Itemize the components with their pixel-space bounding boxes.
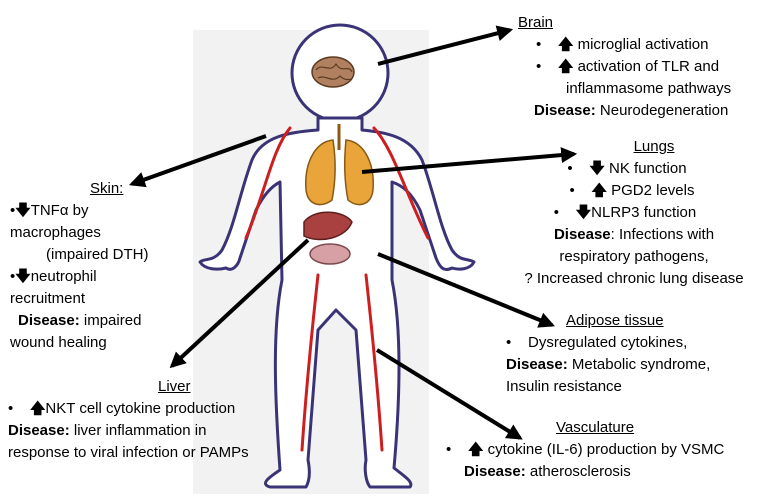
lungs-item-3: • 🡇NLRP3 function [482, 202, 768, 224]
arrow-to-adipose [377, 252, 555, 328]
liver-disease-text: liver inflammation in [73, 422, 207, 439]
arrow-to-brain [377, 25, 514, 66]
brain-item-2-text: activation of TLR and [577, 58, 720, 75]
disease-label: Disease: [18, 312, 80, 329]
up-arrow-icon: 🡅 [468, 441, 484, 458]
vasculature-disease-text: atherosclerosis [529, 463, 631, 480]
lungs-item-1-text: NK function [609, 160, 687, 177]
bullet: • [536, 36, 542, 53]
disease-label: Disease: [8, 422, 70, 439]
skin-block: Skin: •🡇TNFα by macrophages (impaired DT… [10, 178, 149, 354]
lungs-organ [305, 124, 374, 206]
up-arrow-icon: 🡅 [558, 36, 574, 53]
brain-disease: Disease: Neurodegeneration [534, 100, 774, 122]
liver-title: Liver [158, 378, 191, 395]
bullet: • [536, 58, 542, 75]
vasculature-title: Vasculature [556, 419, 635, 436]
up-arrow-icon: 🡅 [30, 400, 46, 417]
lungs-disease: Disease: Infections with [500, 224, 768, 246]
adipose-disease-text: Metabolic syndrome, [571, 356, 711, 373]
skin-item-2-text: neutrophil [30, 268, 97, 285]
liver-item-1-text: NKT cell cytokine production [45, 400, 236, 417]
vasculature-item-1-text: cytokine (IL-6) production by VSMC [487, 441, 725, 458]
disease-label: Disease: [506, 356, 568, 373]
arrow-to-liver [169, 238, 310, 369]
lungs-disease-line-1: : Infections with [610, 226, 715, 243]
lungs-item-2: • 🡅 PGD2 levels [496, 180, 768, 202]
liver-item-1: • 🡅NKT cell cytokine production [8, 398, 249, 420]
vasculature-block: Vasculature • 🡅 cytokine (IL-6) productio… [446, 417, 724, 483]
arrow-to-skin [128, 134, 267, 188]
disease-label: Disease: [534, 102, 596, 119]
bullet: • [8, 400, 14, 417]
bullet: • [553, 204, 560, 221]
up-arrow-icon: 🡅 [591, 182, 607, 199]
bullet: • [446, 441, 452, 458]
skin-disease-text: impaired [83, 312, 142, 329]
adipose-disease-line-2: Insulin resistance [506, 378, 622, 395]
brain-block: Brain • 🡅 microglial activation • 🡅 activa… [518, 12, 774, 122]
lungs-disease-line-2: respiratory pathogens, [559, 248, 709, 265]
skin-disease-line-2: wound healing [10, 334, 107, 351]
down-arrow-icon: 🡇 [15, 268, 31, 285]
brain-item-2: • 🡅 activation of TLR and [536, 56, 774, 78]
adipose-item-1: • Dysregulated cytokines, [506, 332, 710, 354]
down-arrow-icon: 🡇 [589, 160, 605, 177]
up-arrow-icon: 🡅 [558, 58, 574, 75]
lungs-title: Lungs [633, 138, 675, 155]
connector-arrows [128, 25, 578, 440]
lungs-disease-line-3: ? Increased chronic lung disease [524, 270, 744, 287]
skin-item-1-line-3: (impaired DTH) [46, 246, 149, 263]
skin-item-2-line-2: recruitment [10, 290, 86, 307]
bullet: • [10, 268, 16, 285]
bullet: • [506, 334, 512, 351]
adipose-item-1-text: Dysregulated cytokines, [528, 334, 688, 351]
brain-title: Brain [518, 14, 554, 31]
brain-item-1-text: microglial activation [577, 36, 709, 53]
disease-label: Disease [553, 226, 611, 243]
bullet: • [569, 182, 575, 199]
lungs-item-3-text: NLRP3 function [591, 204, 697, 221]
down-arrow-icon: 🡇 [575, 204, 592, 221]
brain-disease-text: Neurodegeneration [599, 102, 729, 119]
lungs-item-1: • 🡇 NK function [486, 158, 768, 180]
skin-item-1-text: TNFα by [30, 202, 89, 219]
liver-disease-line-2: response to viral infection or PAMPs [8, 444, 249, 461]
adipose-disease: Disease: Metabolic syndrome, [506, 354, 710, 376]
skin-item-1-line-2: macrophages [10, 224, 101, 241]
liver-block: Liver • 🡅NKT cell cytokine production Dis… [8, 376, 249, 464]
adipose-block: Adipose tissue •Dysregulated cytokines, … [506, 310, 710, 398]
arrow-to-lungs [361, 147, 578, 174]
vasculature-disease: Disease: atherosclerosis [464, 461, 724, 483]
liver-organ [303, 211, 353, 265]
disease-label: Disease: [464, 463, 526, 480]
adipose-title: Adipose tissue [566, 312, 664, 329]
blood-vessels [244, 126, 430, 452]
vasculature-item-1: • 🡅 cytokine (IL-6) production by VSMC [446, 439, 724, 461]
skin-item-2: •🡇neutrophil [10, 266, 149, 288]
brain-item-1: • 🡅 microglial activation [536, 34, 774, 56]
lungs-block: Lungs •🡇 NK function •🡅 PGD2 levels •🡇NL… [500, 136, 768, 290]
brain-organ [311, 56, 355, 88]
brain-item-2-cont: inflammasome pathways [566, 80, 732, 97]
lungs-item-2-text: PGD2 levels [611, 182, 695, 199]
arrow-to-vasculature [375, 348, 523, 440]
skin-disease: Disease: impaired [18, 310, 149, 332]
bullet: • [567, 160, 573, 177]
liver-disease: Disease: liver inflammation in [8, 420, 249, 442]
skin-item-1: •🡇TNFα by [10, 200, 149, 222]
bullet: • [10, 202, 16, 219]
down-arrow-icon: 🡇 [15, 202, 31, 219]
skin-title: Skin: [90, 180, 124, 197]
